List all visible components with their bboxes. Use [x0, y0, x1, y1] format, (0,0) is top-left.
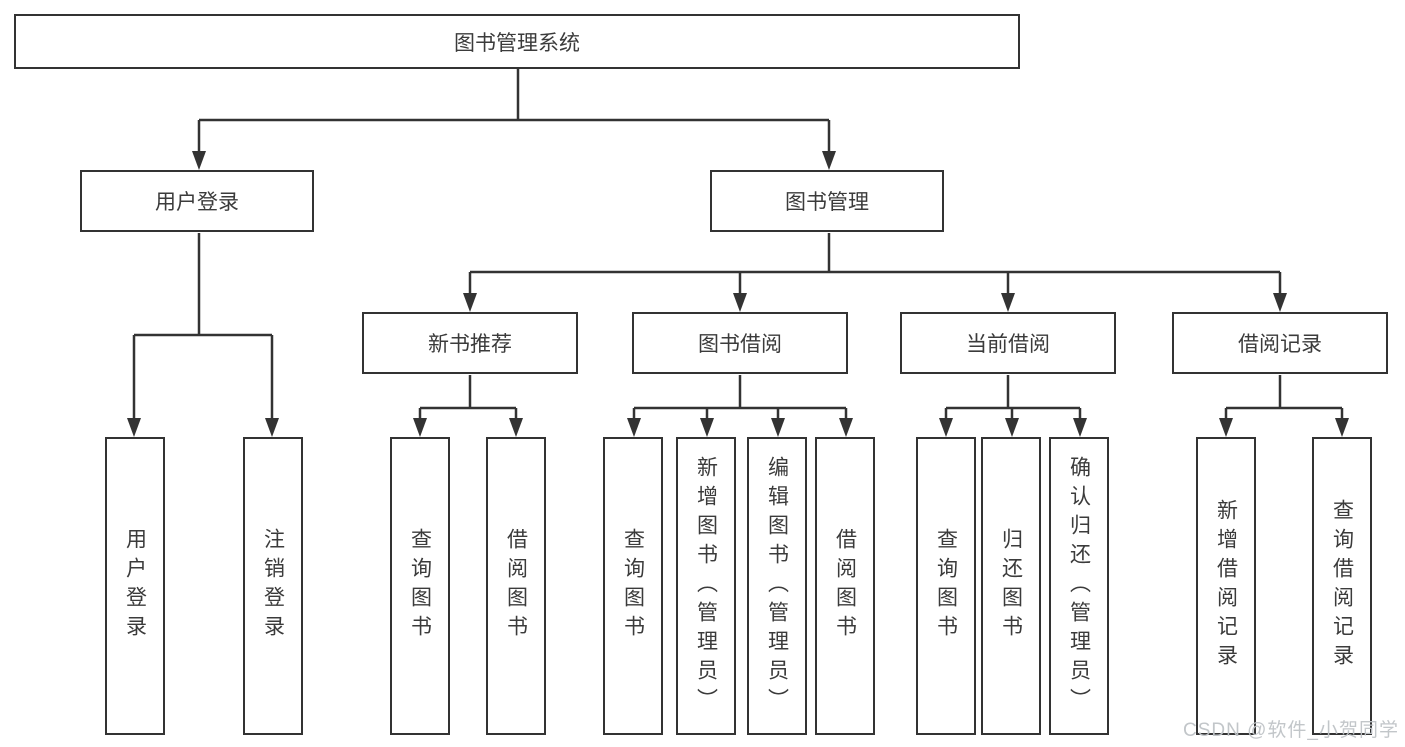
leaf-newbook-query-books: 查询图书	[390, 437, 450, 735]
node-book-borrowing-label: 图书借阅	[698, 333, 782, 356]
node-user-login: 用户登录	[80, 170, 314, 232]
node-book-management-label: 图书管理	[785, 191, 869, 214]
leaf-current-query-books-label: 查询图书	[934, 528, 958, 644]
csdn-watermark: CSDN @软件_小贺同学	[1183, 720, 1399, 741]
arrowheads	[127, 151, 1349, 437]
leaf-borrowing-edit-books-admin-label: 编辑图书（管理员）	[765, 455, 789, 717]
leaf-records-query-record-label: 查询借阅记录	[1330, 499, 1354, 673]
node-borrow-records-label: 借阅记录	[1238, 333, 1322, 356]
leaf-borrowing-edit-books-admin: 编辑图书（管理员）	[747, 437, 807, 735]
node-library-system: 图书管理系统	[14, 14, 1020, 69]
node-library-system-label: 图书管理系统	[454, 31, 580, 55]
leaf-borrowing-add-books-admin: 新增图书（管理员）	[676, 437, 736, 735]
node-new-book-recommend: 新书推荐	[362, 312, 578, 374]
leaf-newbook-query-books-label: 查询图书	[408, 528, 432, 644]
leaf-user-login-label: 用户登录	[123, 528, 147, 644]
node-borrow-records: 借阅记录	[1172, 312, 1388, 374]
leaf-logout-login: 注销登录	[243, 437, 303, 735]
node-book-borrowing: 图书借阅	[632, 312, 848, 374]
leaf-newbook-borrow-books-label: 借阅图书	[504, 528, 528, 644]
leaf-records-query-record: 查询借阅记录	[1312, 437, 1372, 735]
leaf-records-add-record-label: 新增借阅记录	[1214, 499, 1238, 673]
leaf-current-confirm-return-admin: 确认归还（管理员）	[1049, 437, 1109, 735]
node-current-borrowing-label: 当前借阅	[966, 333, 1050, 356]
node-book-management: 图书管理	[710, 170, 944, 232]
leaf-records-add-record: 新增借阅记录	[1196, 437, 1256, 735]
leaf-borrowing-query-books: 查询图书	[603, 437, 663, 735]
leaf-current-confirm-return-admin-label: 确认归还（管理员）	[1067, 455, 1091, 717]
leaf-borrowing-borrow-books: 借阅图书	[815, 437, 875, 735]
leaf-newbook-borrow-books: 借阅图书	[486, 437, 546, 735]
node-new-book-recommend-label: 新书推荐	[428, 333, 512, 356]
leaf-borrowing-query-books-label: 查询图书	[621, 528, 645, 644]
leaf-borrowing-borrow-books-label: 借阅图书	[833, 528, 857, 644]
node-user-login-label: 用户登录	[155, 191, 239, 214]
node-current-borrowing: 当前借阅	[900, 312, 1116, 374]
leaf-current-query-books: 查询图书	[916, 437, 976, 735]
leaf-borrowing-add-books-admin-label: 新增图书（管理员）	[694, 455, 718, 717]
leaf-user-login: 用户登录	[105, 437, 165, 735]
leaf-current-return-books-label: 归还图书	[999, 528, 1023, 644]
leaf-current-return-books: 归还图书	[981, 437, 1041, 735]
leaf-logout-login-label: 注销登录	[261, 528, 285, 644]
